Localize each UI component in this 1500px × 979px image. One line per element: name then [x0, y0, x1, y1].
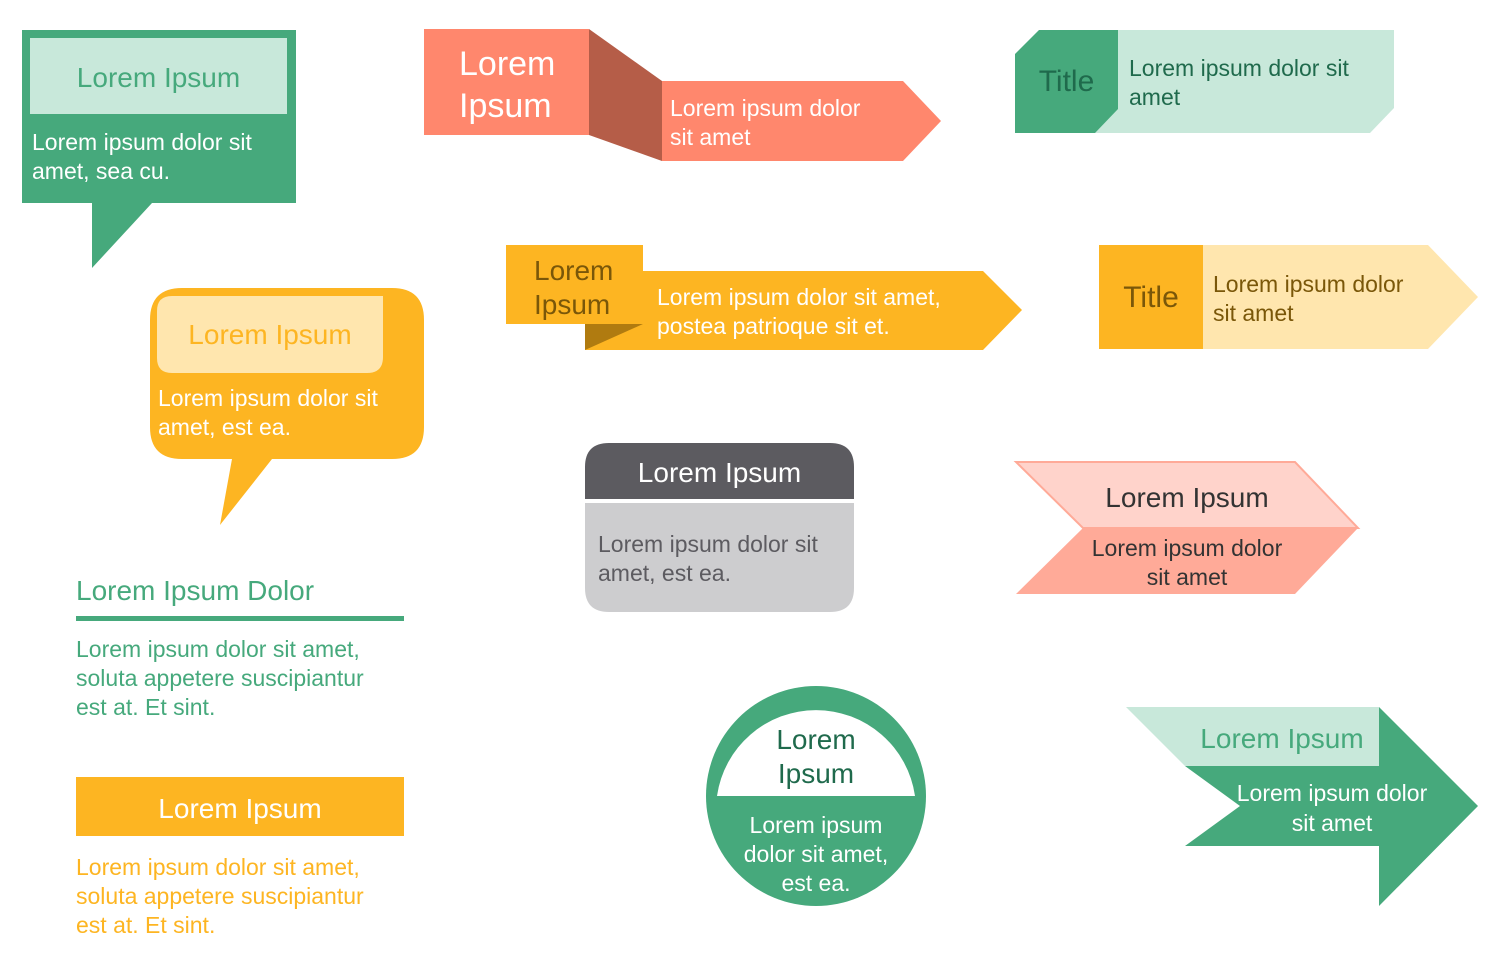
callout-title-line: Lorem	[534, 255, 614, 286]
callout-title-line: Ipsum	[534, 289, 611, 320]
green-speech-callout: Lorem Ipsum Lorem ipsum dolor sit amet, …	[0, 0, 320, 280]
green-circle-shape	[706, 686, 926, 906]
green-title-tag-shape	[1015, 30, 1394, 133]
callout-body-line: Lorem ipsum dolor sit	[32, 129, 252, 155]
callout-title: Lorem Ipsum	[76, 62, 241, 93]
callout-title-line: Ipsum	[459, 87, 552, 125]
block-body-line: soluta appetere suscipiantur	[76, 883, 364, 909]
block-body-line: soluta appetere suscipiantur	[76, 665, 364, 691]
callout-body-line: amet	[1129, 84, 1181, 110]
circle-title-line: Lorem	[776, 724, 856, 755]
green-title-tag-callout: Title Lorem ipsum dolor sit amet	[0, 0, 1420, 150]
block-body-line: Lorem ipsum dolor sit amet,	[76, 854, 360, 880]
callout-title: Title	[1038, 65, 1095, 98]
callout-title: Title	[1123, 281, 1179, 314]
salmon-chevron-shape	[1013, 461, 1361, 594]
callout-title: Lorem Ipsum	[188, 319, 352, 350]
gray-card-shape	[585, 443, 854, 612]
green-circle-callout: Lorem Ipsum Lorem ipsum dolor sit amet, …	[706, 686, 926, 906]
green-arrow-shape	[1126, 707, 1478, 906]
coral-ribbon-callout: Lorem Ipsum Lorem ipsum dolor sit amet	[0, 0, 960, 180]
block-underline	[76, 616, 404, 621]
callout-title: Lorem Ipsum	[637, 457, 802, 488]
callout-body-line: postea patrioque sit et.	[657, 313, 890, 339]
amber-ribbon-callout: Lorem Ipsum Lorem ipsum dolor sit amet, …	[0, 0, 1040, 370]
amber-speech-shape	[150, 288, 424, 525]
callout-body-line: sit amet	[670, 124, 751, 150]
block-body-line: est at. Et sint.	[76, 912, 216, 938]
salmon-chevron-callout: Lorem Ipsum Lorem ipsum dolor sit amet	[1013, 461, 1361, 594]
callout-title: Lorem Ipsum	[1105, 482, 1269, 513]
callout-body-line: amet, sea cu.	[32, 158, 171, 184]
callout-title: Lorem Ipsum	[1200, 723, 1364, 754]
callout-body-line: Lorem ipsum dolor sit	[158, 385, 378, 411]
amber-ribbon-shape	[506, 245, 1022, 350]
green-arrow-callout: Lorem Ipsum Lorem ipsum dolor sit amet	[1126, 707, 1478, 906]
amber-title-arrow-shape	[1099, 245, 1478, 349]
callout-body-line: sit amet	[1146, 564, 1228, 590]
circle-body-line: dolor sit amet,	[743, 841, 889, 867]
callout-body-line: Lorem ipsum dolor	[1236, 780, 1428, 806]
callout-body-line: Lorem ipsum dolor	[1213, 271, 1404, 297]
callout-body-line: Lorem ipsum dolor	[1091, 535, 1283, 561]
callout-body-line: amet, est ea.	[598, 560, 731, 586]
green-speech-shape	[22, 30, 296, 268]
coral-ribbon-shape	[424, 29, 941, 161]
callout-body-line: Lorem ipsum dolor sit amet,	[657, 284, 941, 310]
callout-body-line: amet, est ea.	[158, 414, 291, 440]
callout-body-line: Lorem ipsum dolor sit	[598, 531, 818, 557]
circle-body-line: est ea.	[781, 870, 851, 896]
callout-title-line: Lorem	[459, 45, 556, 83]
block-body-line: Lorem ipsum dolor sit amet,	[76, 636, 360, 662]
circle-title-line: Ipsum	[777, 758, 855, 789]
circle-body-line: Lorem ipsum	[749, 812, 883, 838]
callout-body-line: Lorem ipsum dolor	[670, 95, 861, 121]
callout-body-line: sit amet	[1291, 810, 1373, 836]
gray-card-callout: Lorem Ipsum Lorem ipsum dolor sit amet, …	[0, 0, 870, 620]
amber-speech-callout: Lorem Ipsum Lorem ipsum dolor sit amet, …	[0, 0, 440, 540]
green-heading-block: Lorem Ipsum Dolor Lorem ipsum dolor sit …	[0, 0, 420, 730]
callout-body-line: Lorem ipsum dolor sit	[1129, 55, 1349, 81]
amber-title-arrow-callout: Title Lorem ipsum dolor sit amet	[0, 0, 1500, 370]
amber-heading-block: Lorem Ipsum Lorem ipsum dolor sit amet, …	[0, 0, 420, 950]
block-title: Lorem Ipsum	[158, 793, 322, 824]
block-title-bar	[76, 777, 404, 836]
block-title: Lorem Ipsum Dolor	[76, 575, 315, 606]
block-body-line: est at. Et sint.	[76, 694, 216, 720]
callout-body-line: sit amet	[1213, 300, 1294, 326]
